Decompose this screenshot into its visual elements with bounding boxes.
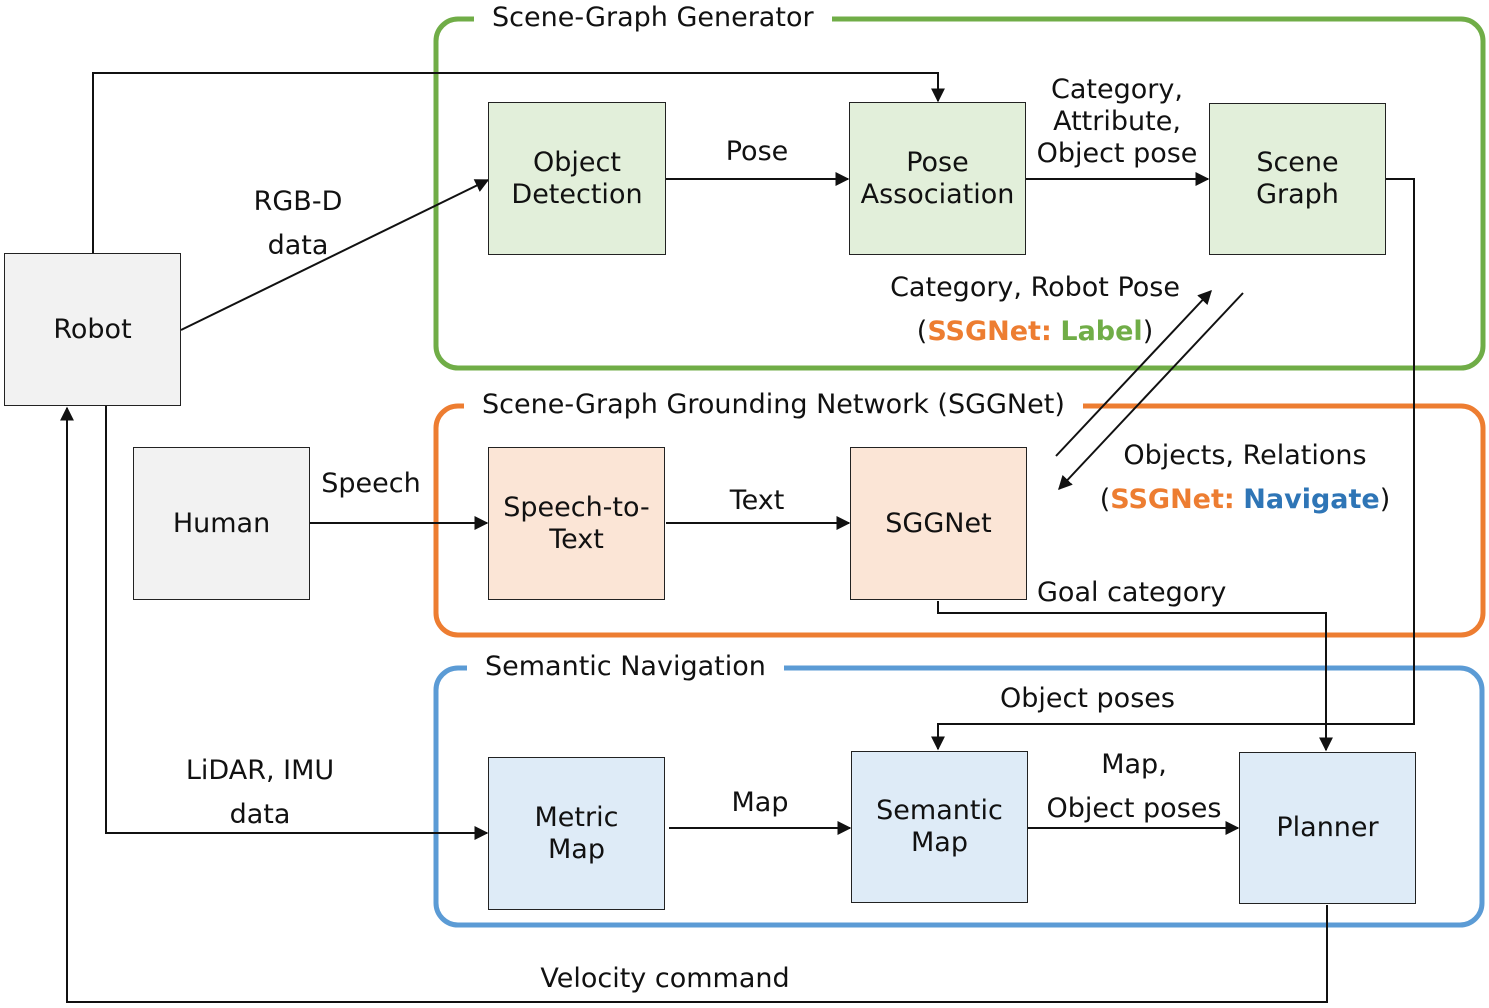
- rgbd-label: RGB-D data: [253, 186, 343, 261]
- ssgnet-keyword: SSGNet:: [927, 316, 1052, 347]
- ssgnet-keyword-2: SSGNet:: [1110, 484, 1235, 515]
- object-poses-label: Object poses: [1000, 683, 1175, 714]
- goal-category-label: Goal category: [1037, 577, 1227, 608]
- sggnet-to-generator-arrow: [1055, 289, 1212, 457]
- pose-label: Pose: [725, 136, 789, 167]
- object-poses-arrow: [931, 178, 1415, 751]
- objects-relations-label: Objects, Relations: [1123, 440, 1367, 471]
- velocity-command-label: Velocity command: [540, 963, 790, 994]
- object-detection-node: Object Detection: [488, 102, 666, 255]
- robot-to-pose-association-arrow: [92, 72, 945, 253]
- robot-node: Robot: [4, 253, 181, 406]
- ssgnet-label-annotation: (SSGNet: Label): [900, 316, 1170, 348]
- map-object-poses-label: Map, Object poses: [1046, 749, 1222, 824]
- lidar-imu-label: LiDAR, IMU data: [185, 755, 335, 830]
- human-node: Human: [133, 447, 310, 600]
- text-label: Text: [729, 485, 785, 516]
- ssgnet-navigate-annotation: (SSGNet: Navigate): [1090, 484, 1400, 516]
- velocity-command-arrow: [60, 406, 1328, 1003]
- grounding-group-title: Scene-Graph Grounding Network (SGGNet): [464, 389, 1083, 421]
- navigation-group-frame: [433, 665, 1485, 928]
- sggnet-node: SGGNet: [850, 447, 1027, 600]
- goal-category-arrow: [937, 601, 1333, 752]
- planner-node: Planner: [1239, 752, 1416, 904]
- navigation-group-title: Semantic Navigation: [467, 651, 784, 683]
- paren-close: ): [1142, 316, 1154, 347]
- category-robot-pose-label: Category, Robot Pose: [890, 272, 1180, 303]
- semantic-map-node: Semantic Map: [851, 751, 1028, 903]
- lidar-arrow: [105, 406, 489, 840]
- paren-close-2: ): [1379, 484, 1391, 515]
- paren-open-2: (: [1099, 484, 1111, 515]
- map-label: Map: [731, 787, 789, 818]
- generator-to-sggnet-arrow: [1058, 292, 1244, 491]
- paren-open: (: [916, 316, 928, 347]
- label-keyword: Label: [1060, 316, 1143, 347]
- generator-group-title: Scene-Graph Generator: [474, 2, 832, 34]
- category-attribute-label: Category, Attribute, Object pose: [1036, 74, 1198, 169]
- speech-label: Speech: [321, 468, 421, 499]
- generator-group-frame: [433, 16, 1486, 371]
- pose-association-node: Pose Association: [849, 102, 1026, 255]
- speech-to-text-node: Speech-to- Text: [488, 447, 665, 600]
- scene-graph-node: Scene Graph: [1209, 103, 1386, 255]
- metric-map-node: Metric Map: [488, 757, 665, 910]
- rgbd-arrow: [180, 179, 490, 331]
- navigate-keyword: Navigate: [1243, 484, 1380, 515]
